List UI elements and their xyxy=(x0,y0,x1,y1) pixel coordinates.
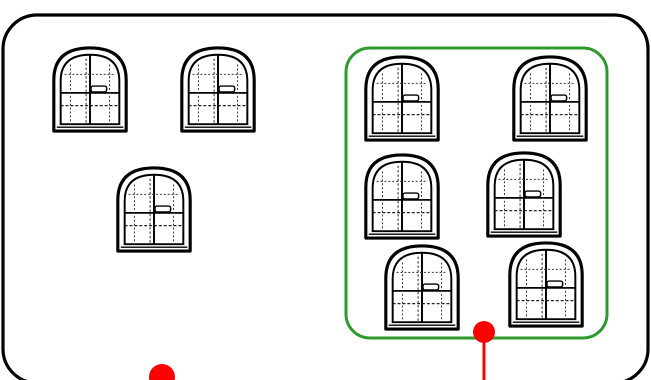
window-icon xyxy=(182,48,254,131)
red-dot-marker xyxy=(473,321,495,343)
window-icon xyxy=(54,48,126,131)
window-icon xyxy=(366,155,438,238)
window-icon xyxy=(514,57,586,140)
window-icon xyxy=(386,246,458,329)
window-icon xyxy=(118,168,190,251)
window-icon xyxy=(510,243,582,326)
window-icon xyxy=(366,57,438,140)
window-icon xyxy=(488,153,560,236)
